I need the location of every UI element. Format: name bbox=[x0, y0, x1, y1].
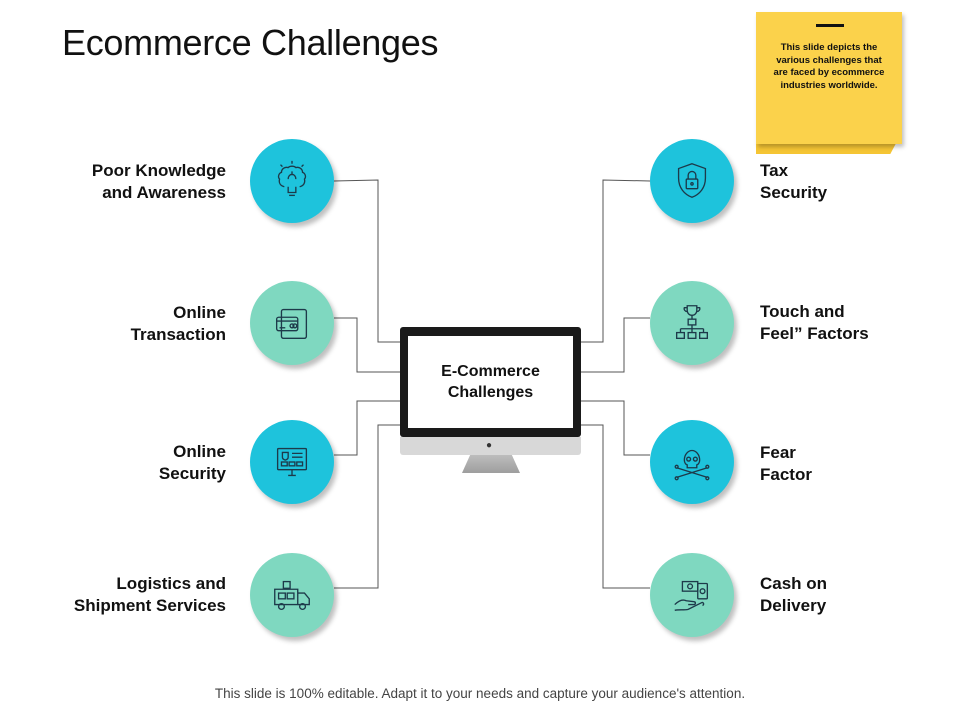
connector-right-1 bbox=[581, 179, 651, 343]
circle-fear-factor bbox=[650, 420, 734, 504]
label-fear-factor: Fear Factor bbox=[760, 443, 812, 484]
footer-text: This slide is 100% editable. Adapt it to… bbox=[214, 686, 746, 701]
center-label: E-Commerce Challenges bbox=[441, 363, 540, 401]
monitor-bezel: E-Commerce Challenges bbox=[400, 327, 581, 437]
card-payment-icon bbox=[275, 308, 308, 340]
label-poor-knowledge: Poor Knowledge and Awareness bbox=[91, 161, 226, 202]
cash-hand-icon bbox=[674, 580, 709, 611]
monitor-screen: E-Commerce Challenges bbox=[408, 336, 573, 428]
label-logistics: Logistics and Shipment Services bbox=[73, 574, 226, 615]
brain-bulb-icon bbox=[277, 160, 307, 197]
trophy-hierarchy-icon bbox=[675, 305, 709, 340]
connector-left-2 bbox=[334, 317, 400, 373]
slide-title: Ecommerce Challenges bbox=[62, 22, 439, 63]
sticky-note-bar bbox=[816, 24, 844, 27]
label-cash-on-delivery: Cash on Delivery bbox=[760, 574, 828, 615]
label-tax-security: Tax Security bbox=[760, 161, 828, 202]
circle-online-security bbox=[250, 420, 334, 504]
connector-right-2 bbox=[581, 317, 650, 373]
sticky-note: This slide depicts the various challenge… bbox=[756, 12, 902, 154]
monitor-chin bbox=[400, 437, 581, 455]
connector-left-4 bbox=[334, 424, 400, 589]
monitor: E-Commerce Challenges ● bbox=[400, 327, 581, 475]
shield-lock-icon bbox=[677, 163, 707, 199]
skull-crossbones-icon bbox=[674, 449, 710, 481]
label-touch-and-feel: Touch and Feel” Factors bbox=[760, 302, 869, 343]
label-online-transaction: Online Transaction bbox=[130, 303, 226, 344]
sticky-note-text: This slide depicts the various challenge… bbox=[773, 42, 885, 91]
circle-touch-and-feel bbox=[650, 281, 734, 365]
label-online-security: Online Security bbox=[158, 442, 226, 483]
connector-left-1 bbox=[333, 179, 400, 343]
apple-logo-icon: ● bbox=[486, 440, 493, 451]
connector-left-3 bbox=[334, 400, 400, 456]
circle-tax-security bbox=[650, 139, 734, 223]
monitor-stand bbox=[462, 455, 520, 473]
connector-right-4 bbox=[581, 424, 650, 589]
circle-poor-knowledge bbox=[250, 139, 334, 223]
delivery-truck-icon bbox=[274, 580, 310, 611]
circle-logistics bbox=[250, 553, 334, 637]
circle-cash-on-delivery bbox=[650, 553, 734, 637]
connector-right-3 bbox=[581, 400, 650, 456]
sticky-note-paper bbox=[756, 12, 902, 144]
circle-online-transaction bbox=[250, 281, 334, 365]
secure-monitor-icon bbox=[276, 447, 308, 477]
